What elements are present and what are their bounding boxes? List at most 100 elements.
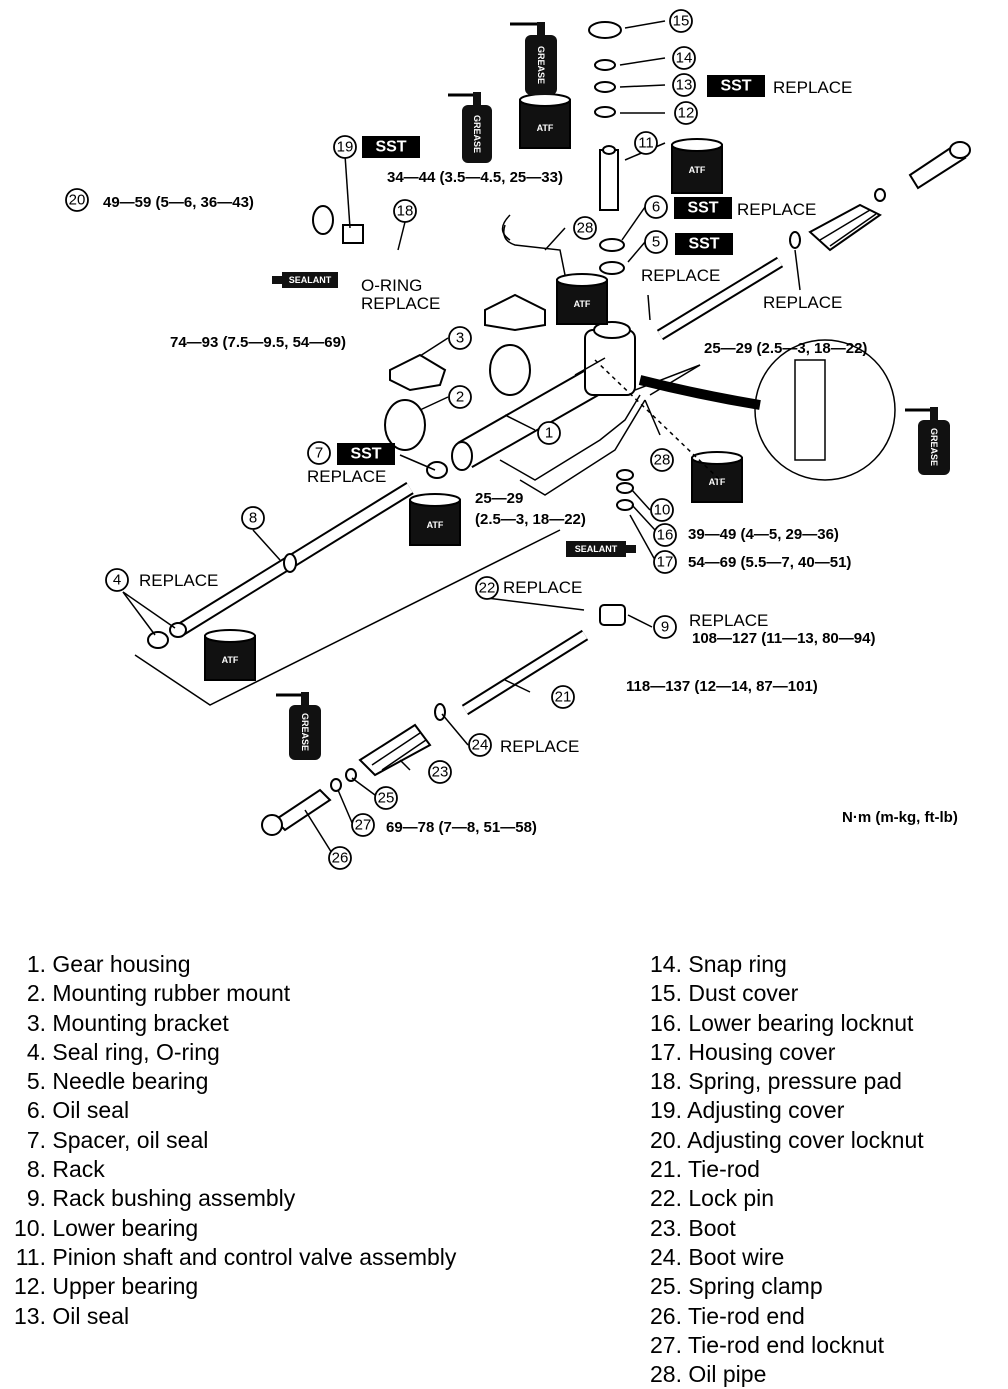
callout-17-number: 17 [657,554,674,571]
legend-item: 12. Upper bearing [6,1272,456,1301]
callout-15-number: 15 [673,13,690,30]
legend-item: 23. Boot [644,1214,924,1243]
callout-24-number: 24 [472,737,489,754]
pinion-shaft-11 [599,145,619,211]
torque-9: 108—127 (11—13, 80—94) [692,630,875,647]
svg-text:SST: SST [720,78,751,95]
legend-item-number: 7. [26,1126,46,1153]
svg-text:SST: SST [350,446,381,463]
svg-text:SST: SST [375,139,406,156]
callout-26-number: 26 [332,850,349,867]
torque-21: 118—137 (12—14, 87—101) [626,678,818,695]
legend-item-text: Boot [682,1214,736,1241]
atf-can-3: ATF [556,273,608,325]
legend-item: 25. Spring clamp [644,1272,924,1301]
callout-14-number: 14 [676,50,693,67]
o-ring-label: O-RING [361,276,422,295]
legend-item-number: 23. [650,1214,682,1241]
legend-item-number: 22. [650,1185,682,1212]
callout-6-number: 6 [652,199,660,216]
callout-18-number: 18 [397,203,414,220]
callout-group: 1234567891011121314151617181920212223242… [65,9,698,870]
callout-4-number: 4 [113,572,121,589]
legend-item-number: 11. [15,1243,46,1270]
torque-27: 69—78 (7—8, 51—58) [386,819,537,836]
legend-item-number: 15. [650,980,682,1007]
callout-21-number: 21 [555,689,572,706]
legend-item-text: Mounting rubber mount [46,980,291,1007]
legend-item-text: Upper bearing [46,1273,199,1300]
legend-item-text: Spring, pressure pad [682,1068,902,1095]
callout-6-circle [644,195,668,219]
legend-item: 17. Housing cover [644,1038,924,1067]
legend-item-text: Oil pipe [682,1361,767,1388]
grease-can-2: GREASE [448,92,492,163]
legend-item-number: 3. [26,1009,46,1036]
torque-16: 39—49 (4—5, 29—36) [688,526,839,543]
callout-20-number: 20 [69,192,86,209]
sst-badge-5: SST [675,233,733,255]
legend-item: 1. Gear housing [6,950,456,979]
atf-label: ATF [222,655,239,665]
torque-17: 54—69 (5.5—7, 40—51) [688,554,851,571]
legend-item-number: 16. [650,1009,682,1036]
grease-label: GREASE [536,46,546,84]
legend-item-number: 8. [26,1156,46,1183]
callout-21-circle [551,685,575,709]
callout-8-number: 8 [249,510,257,527]
atf-can-4: ATF [691,451,743,503]
legend-item-text: Dust cover [682,980,799,1007]
legend-item-number: 1. [26,951,46,977]
callout-15-circle [669,9,693,33]
callout-9-number: 9 [661,619,669,636]
callout-10-number: 10 [654,502,671,519]
atf-label: ATF [537,123,554,133]
callout-24-circle [468,733,492,757]
callout-18-circle [393,199,417,223]
sst-badge-7: SST [337,443,395,465]
tie-rod-end-26-lower [261,788,332,836]
legend-item-text: Lower bearing [46,1214,199,1241]
sst-badge-13: SST [707,75,765,97]
callout-26-circle [328,846,352,870]
torque-3: 74—93 (7.5—9.5, 54—69) [170,334,346,351]
atf-can-6: ATF [204,629,256,681]
legend-item-text: Snap ring [682,951,787,977]
callout-16-circle [653,523,677,547]
callout-20-circle [65,188,89,212]
callout-13-number: 13 [676,77,693,94]
svg-text:SST: SST [688,236,719,253]
legend-item-text: Boot wire [682,1243,785,1270]
atf-can-2: ATF [671,138,723,194]
legend-item-number: 20. [650,1126,682,1153]
legend-item: 27. Tie-rod end locknut [644,1331,924,1360]
legend-item: 4. Seal ring, O-ring [6,1038,456,1067]
callout-7-number: 7 [315,445,323,462]
sst-badge-19: SST [362,136,420,158]
detail-circle [638,339,896,481]
callout-25-number: 25 [378,790,395,807]
legend-item: 13. Oil seal [6,1302,456,1331]
boot-23-lower [358,723,432,777]
replace-24: REPLACE [500,737,579,756]
exploded-steering-gear-diagram: ATF ATF ATF ATF ATF ATF GREASE GREASE [65,9,971,870]
legend-item: 20. Adjusting cover locknut [644,1126,924,1155]
legend-item: 6. Oil seal [6,1096,456,1125]
oil-pipe-28 [499,214,646,496]
tie-rod-21-upper [656,256,784,341]
legend-item: 15. Dust cover [644,979,924,1008]
legend-item-number: 12. [14,1273,46,1300]
torque-11: 34—44 (3.5—4.5, 25—33) [387,169,563,186]
legend-item-number: 13. [14,1302,46,1329]
legend-item-text: Adjusting cover [682,1097,845,1124]
callout-5-circle [644,230,668,254]
mounting-rubber-mount-2 [384,344,531,451]
grease-label: GREASE [472,115,482,153]
legend-item: 19. Adjusting cover [644,1096,924,1125]
callout-14-circle [672,46,696,70]
legend-item-text: Gear housing [46,951,191,977]
atf-label: ATF [427,520,444,530]
callout-25-circle [374,786,398,810]
